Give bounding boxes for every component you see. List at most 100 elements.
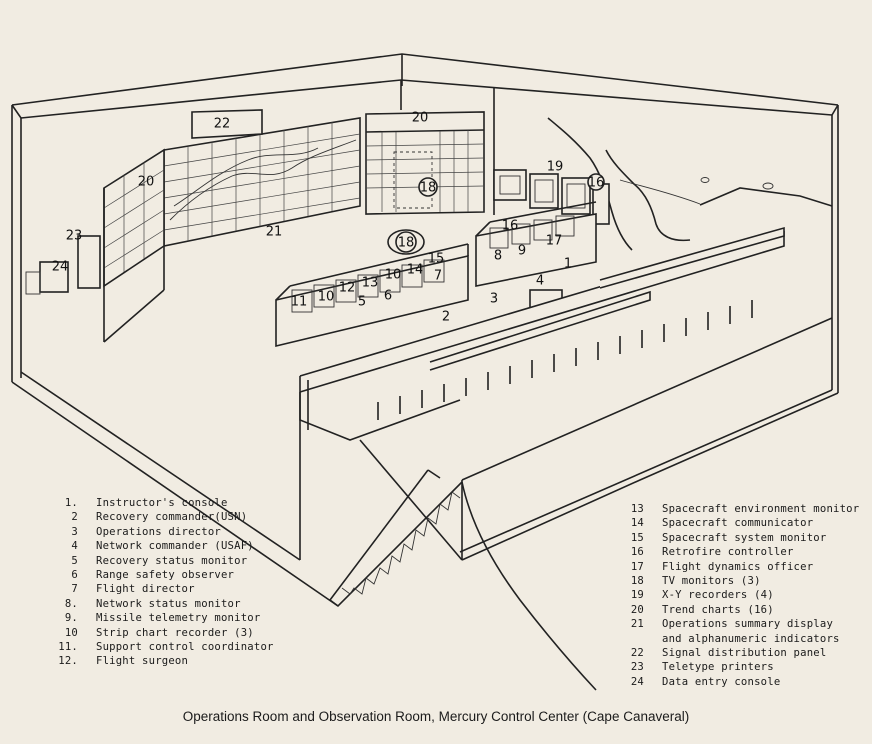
- operations-summary-display: [103, 109, 361, 343]
- legend-left: 1. Instructor's console 2 Recovery commande…: [46, 496, 274, 669]
- callout-label: 20: [138, 175, 155, 190]
- callout-label: 13: [362, 276, 379, 291]
- callout-label: 1: [564, 257, 572, 272]
- legend-item-number: 6: [71, 569, 78, 582]
- legend-item-label: Teletype printers: [662, 661, 774, 674]
- legend-item-number: 11.: [58, 641, 78, 654]
- room-walls: [11, 53, 839, 607]
- legend-item-number: 7: [71, 583, 78, 596]
- legend-item-label: Data entry console: [662, 675, 781, 688]
- legend-item-number: 5: [71, 554, 78, 567]
- legend-item-label: Operations summary display and alphanume…: [662, 618, 840, 645]
- legend-item: 23 Teletype printers: [612, 660, 859, 674]
- callout-numbers: 22 20 19 20 21 18 16 23 24 18 16 17 8 9 …: [52, 111, 605, 325]
- legend-item-label: Recovery commander(USN): [96, 511, 248, 524]
- callout-label: 16: [588, 176, 605, 191]
- legend-item-label: Network commander (USAF): [96, 540, 254, 553]
- callout-circle: [418, 177, 438, 197]
- legend-item-label: Recovery status monitor: [96, 554, 248, 567]
- legend-item-label: Spacecraft communicator: [662, 517, 814, 530]
- callout-label: 18: [420, 181, 437, 196]
- legend-item-number: 4: [71, 540, 78, 553]
- callout-label: 15: [428, 252, 445, 267]
- legend-item-label: Flight dynamics officer: [662, 560, 814, 573]
- legend-item: 11.Support control coordinator: [46, 640, 274, 654]
- callout-label: 18: [398, 236, 415, 251]
- legend-item-label: Instructor's console: [96, 497, 228, 509]
- legend-item-number: 24: [630, 675, 644, 688]
- legend-item-number: 12.: [58, 655, 78, 668]
- callout-label: 22: [214, 117, 231, 132]
- legend-item-number: 2: [71, 511, 78, 524]
- legend-item: 13 Spacecraft environment monitor: [612, 502, 859, 516]
- callout-label: 19: [547, 160, 564, 175]
- callout-label: 24: [52, 260, 69, 275]
- console-rows: [275, 201, 597, 348]
- legend-item-label: Signal distribution panel: [662, 647, 827, 660]
- legend-item-label: Flight surgeon: [96, 655, 189, 668]
- legend-item-label: TV monitors (3): [662, 575, 761, 588]
- legend-item-number: 10: [64, 626, 78, 639]
- legend-item: 2 Recovery commander(USN): [46, 510, 274, 524]
- legend-item: 4 Network commander (USAF): [46, 539, 274, 553]
- legend-item: 24 Data entry console: [612, 675, 859, 689]
- legend-item: 8.Network status monitor: [46, 597, 274, 611]
- callout-circle: [395, 231, 417, 253]
- callout-label: 4: [536, 274, 544, 289]
- legend-item-label: Trend charts (16): [662, 603, 774, 616]
- legend-item-number: 22: [630, 647, 644, 660]
- legend-item: 16 Retrofire controller: [612, 545, 859, 559]
- callout-label: 6: [384, 289, 392, 304]
- legend-item-label: Spacecraft environment monitor: [662, 503, 860, 515]
- legend-item: 5 Recovery status monitor: [46, 554, 274, 568]
- callout-label: 5: [358, 295, 366, 310]
- callout-circle: [587, 173, 605, 191]
- staircase: [329, 469, 597, 691]
- callout-label: 7: [434, 269, 442, 284]
- callout-label: 12: [339, 281, 356, 296]
- callout-label: 21: [266, 225, 283, 240]
- legend-item: 7 Flight director: [46, 582, 274, 596]
- legend-item: 12. Flight surgeon: [46, 654, 274, 668]
- legend-item-number: 18: [630, 575, 644, 588]
- teletype-area: [25, 235, 101, 295]
- callout-label: 9: [518, 244, 526, 259]
- legend-item-number: 13: [630, 503, 644, 515]
- callout-label: 20: [412, 111, 429, 126]
- legend-item-label: Retrofire controller: [662, 546, 794, 559]
- callout-label: 3: [490, 292, 498, 307]
- observation-room: [299, 226, 833, 561]
- legend-item-label: Missile telemetry monitor: [96, 612, 261, 625]
- callout-label: 11: [291, 295, 308, 310]
- legend-item-number: 16: [630, 546, 644, 559]
- legend-item-label: Range safety observer: [96, 569, 235, 582]
- legend-item: 22 Signal distribution panel: [612, 646, 859, 660]
- callout-label: 23: [66, 229, 83, 244]
- legend-item-number: 15: [630, 531, 644, 544]
- callout-label: 10: [385, 268, 402, 283]
- legend-item-label: Spacecraft system monitor: [662, 531, 827, 544]
- legend-item: 14 Spacecraft communicator: [612, 516, 859, 530]
- legend-item-label: X-Y recorders (4): [662, 589, 774, 602]
- figure-caption: Operations Room and Observation Room, Me…: [182, 709, 690, 724]
- callout-label: 2: [442, 310, 450, 325]
- legend-item-number: 23: [630, 661, 644, 674]
- legend-item-number: 1.: [64, 497, 78, 509]
- legend-item: 15 Spacecraft system monitor: [612, 531, 859, 545]
- legend-item-label: Flight director: [96, 583, 195, 596]
- legend-item-number: 8.: [64, 597, 78, 610]
- legend-item-number: 20: [630, 603, 644, 616]
- callout-label: 10: [318, 290, 335, 305]
- legend-item: 18 TV monitors (3): [612, 574, 859, 588]
- legend-item: 1. Instructor's console: [46, 496, 274, 510]
- legend-item-number: 14: [630, 517, 644, 530]
- trend-charts-panel: [365, 111, 485, 215]
- legend-item-number: 17: [630, 560, 644, 573]
- legend-item-number: 9.: [64, 612, 78, 625]
- legend-item-number: 21: [630, 618, 644, 631]
- legend-item: 6 Range safety observer: [46, 568, 274, 582]
